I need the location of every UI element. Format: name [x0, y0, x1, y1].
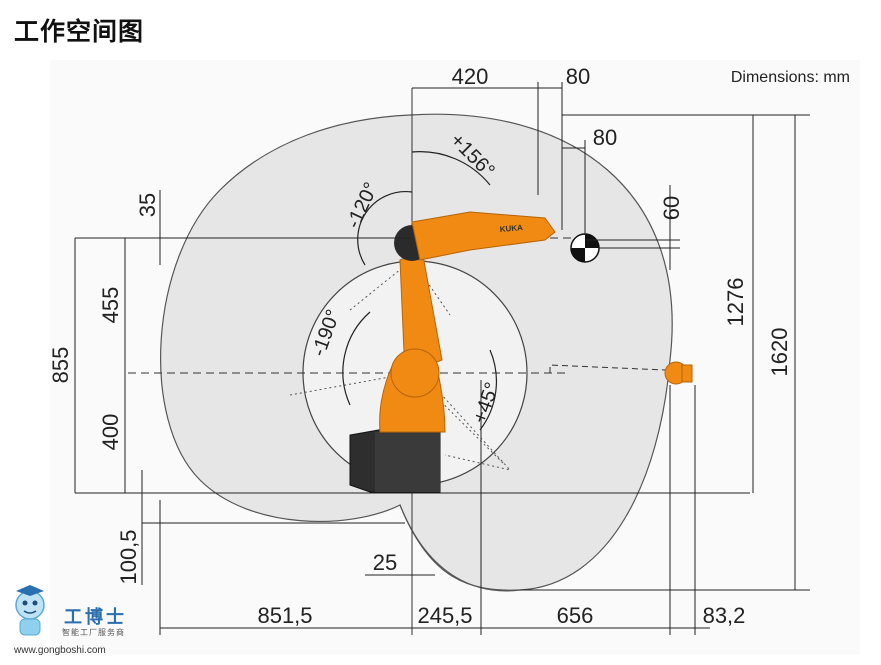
robot-brand-mark: KUKA	[499, 223, 523, 234]
watermark-name: 工博士	[64, 607, 127, 628]
dim-1620: 1620	[767, 328, 792, 377]
dim-245-5: 245,5	[417, 603, 472, 628]
flange-marker	[664, 361, 693, 385]
watermark-url: www.gongboshi.com	[14, 645, 106, 656]
page-title: 工作空间图	[14, 17, 145, 46]
arc-minus-120	[357, 190, 413, 266]
arc-minus-190	[342, 311, 371, 406]
axis-limit-dotted-2	[349, 259, 451, 316]
axis-limit-dotted-1	[289, 372, 506, 466]
centerline-to-flange	[549, 364, 666, 373]
dim-lines-right	[520, 115, 810, 591]
dim-1276: 1276	[723, 278, 748, 327]
dim-83-2: 83,2	[703, 603, 746, 628]
dim-60: 60	[659, 196, 684, 220]
watermark-logo: 工博士 智能工厂服务商 www.gongboshi.com	[6, 583, 166, 659]
dim-lines-left	[74, 190, 750, 585]
robot-base-block	[375, 432, 440, 492]
dim-656: 656	[557, 603, 594, 628]
dim-80-offset: 80	[593, 125, 617, 150]
workspace-diagram: KUKA 420 80 80 60 35 855 455 400	[50, 60, 860, 655]
dim-855: 855	[50, 347, 73, 384]
mascot-icon	[15, 585, 45, 636]
robot-joint-2	[390, 348, 440, 398]
units-note: Dimensions: mm	[731, 69, 850, 86]
dim-80-top: 80	[566, 64, 590, 89]
robot-upper-arm	[411, 211, 556, 261]
dim-35: 35	[135, 193, 160, 217]
dim-100-5: 100,5	[116, 529, 141, 584]
tcp-marker	[570, 233, 600, 263]
dim-lines-bottom	[159, 380, 710, 635]
dim-851-5: 851,5	[257, 603, 312, 628]
arc-plus-156	[411, 151, 491, 186]
dim-420: 420	[452, 64, 489, 89]
dim-25: 25	[373, 550, 397, 575]
dim-455: 455	[98, 287, 123, 324]
arc-plus-45	[479, 349, 497, 431]
dim-400: 400	[98, 414, 123, 451]
watermark-tagline: 智能工厂服务商	[62, 628, 125, 637]
dim-lines-top	[412, 82, 810, 270]
